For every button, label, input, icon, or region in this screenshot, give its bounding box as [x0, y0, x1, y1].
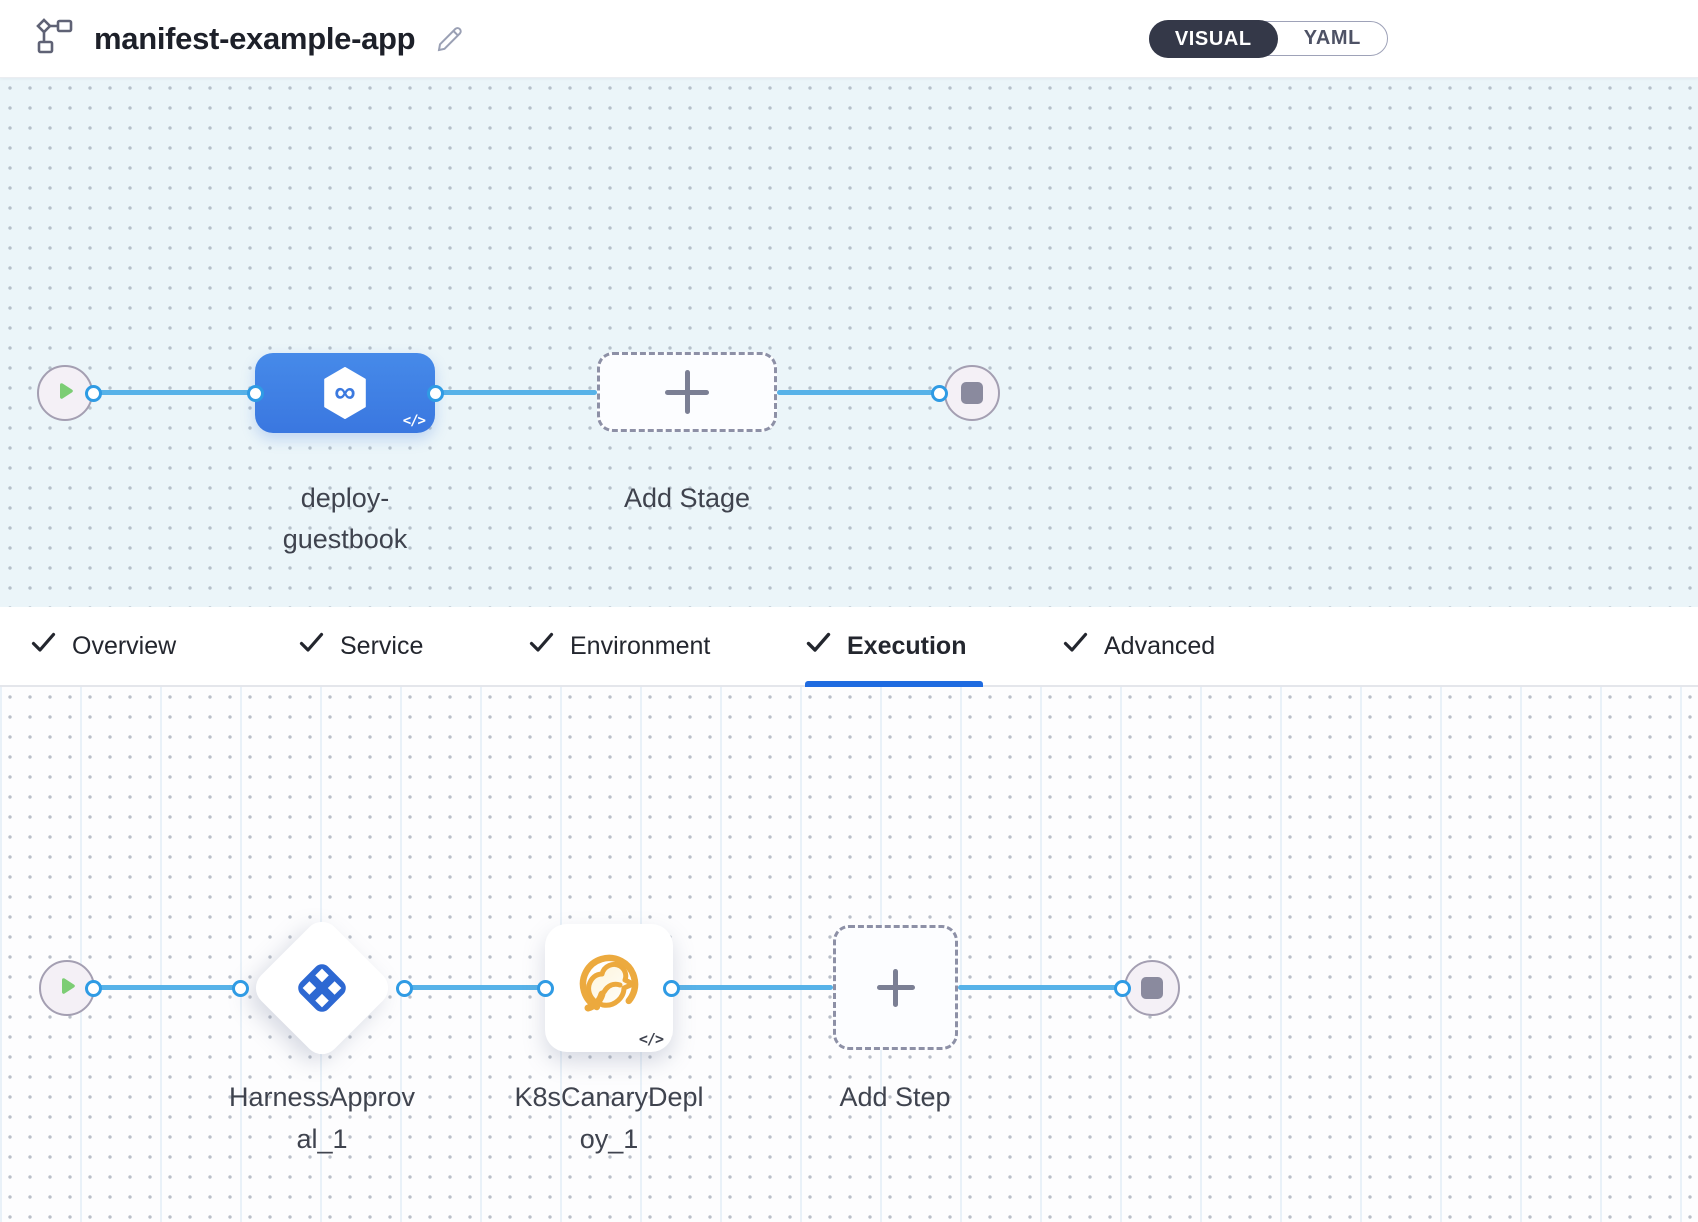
connector-line: [93, 985, 248, 990]
tab-service[interactable]: Service: [298, 607, 423, 685]
tab-execution[interactable]: Execution: [805, 607, 966, 685]
step-name-label: K8sCanaryDepl oy_1: [514, 1082, 704, 1154]
connector-dot: [395, 979, 413, 997]
connector-line: [404, 985, 545, 990]
connector-dot: [930, 384, 948, 402]
connector-dot: [231, 979, 249, 997]
stage-config-tabbar: Overview Service Environment Execution A…: [0, 607, 1698, 687]
stop-icon: [961, 382, 983, 404]
connector-dot: [426, 384, 444, 402]
edit-pencil-icon[interactable]: [433, 22, 467, 56]
connector-dot: [662, 979, 680, 997]
tab-overview[interactable]: Overview: [30, 607, 176, 685]
check-icon: [1062, 629, 1089, 663]
cd-hexagon-icon: ∞: [321, 367, 369, 419]
connector-dot: [84, 979, 102, 997]
connector-line: [90, 390, 257, 395]
canary-bird-icon: [573, 950, 645, 1027]
tab-environment[interactable]: Environment: [528, 607, 710, 685]
connector-dot: [246, 384, 264, 402]
active-tab-underline: [805, 681, 983, 687]
yaml-tab[interactable]: YAML: [1303, 27, 1361, 49]
add-stage-button[interactable]: [597, 352, 777, 432]
stage-node-deploy-guestbook[interactable]: ∞ </>: [255, 353, 435, 433]
play-icon: [52, 971, 82, 1006]
connector-line: [435, 390, 597, 395]
pipeline-header: manifest-example-app VISUAL YAML: [0, 0, 1698, 78]
stage-name-label: deploy- guestbook: [282, 483, 408, 554]
check-icon: [30, 629, 57, 663]
stop-icon: [1141, 977, 1163, 999]
connector-line: [671, 985, 833, 990]
check-icon: [528, 629, 555, 663]
connector-dot: [84, 384, 102, 402]
connector-line: [777, 390, 939, 395]
page-title: manifest-example-app: [94, 20, 416, 56]
execution-end-node: [1124, 960, 1180, 1016]
check-icon: [298, 629, 325, 663]
connector-line: [958, 985, 1122, 990]
step-node-harness-approval[interactable]: [248, 914, 396, 1062]
plus-icon: [876, 968, 915, 1007]
pipeline-flowchart-icon: [30, 16, 76, 61]
stage-code-badge[interactable]: </>: [402, 413, 426, 429]
connector-dot: [536, 979, 554, 997]
add-step-button[interactable]: [833, 925, 958, 1050]
step-node-k8s-canary-deploy[interactable]: </>: [545, 924, 673, 1052]
visual-yaml-toggle: VISUAL YAML: [1148, 19, 1388, 58]
visual-tab[interactable]: VISUAL: [1148, 19, 1278, 58]
pipeline-end-node: [944, 365, 1000, 421]
execution-graph-canvas: </> HarnessApprov al_1 K8sCanaryDepl oy_…: [0, 687, 1698, 1222]
tab-advanced[interactable]: Advanced: [1062, 607, 1215, 685]
infinity-glyph: ∞: [334, 376, 356, 409]
pipeline-start-node[interactable]: [37, 365, 93, 421]
plus-icon: [665, 370, 709, 414]
connector-dot: [1113, 979, 1131, 997]
play-icon: [50, 376, 80, 411]
step-code-badge[interactable]: </>: [638, 1030, 664, 1048]
check-icon: [805, 629, 832, 663]
add-stage-label: Add Stage: [623, 483, 751, 513]
add-step-label: Add Step: [839, 1082, 951, 1112]
stage-graph-canvas: ∞ </> deploy- guestbook Add Stage: [0, 78, 1698, 607]
step-name-label: HarnessApprov al_1: [228, 1082, 416, 1154]
